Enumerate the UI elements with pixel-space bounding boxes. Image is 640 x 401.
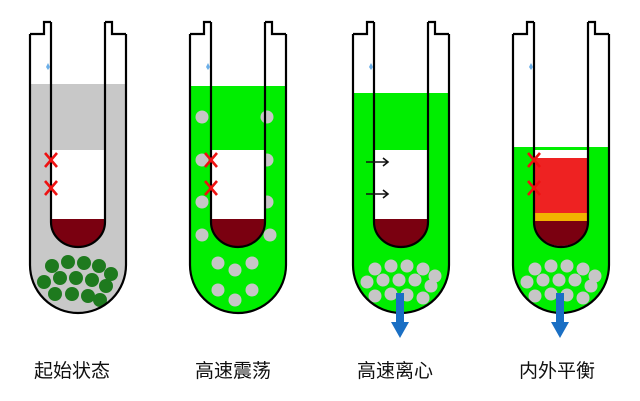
filter-wall	[209, 22, 267, 249]
bead	[260, 110, 274, 124]
bead	[228, 263, 242, 277]
down-arrow-icon	[556, 293, 564, 325]
bead	[520, 275, 534, 289]
filter-wall	[49, 22, 107, 249]
bead	[99, 279, 113, 293]
bead	[428, 269, 442, 283]
bead	[568, 273, 582, 287]
bead	[48, 287, 62, 301]
bead	[416, 291, 430, 305]
down-arrow-head	[551, 322, 569, 338]
cross-mark-icon	[204, 180, 218, 196]
bead	[93, 293, 107, 307]
bead	[384, 259, 398, 273]
left-lip	[30, 20, 51, 36]
bead	[584, 279, 598, 293]
bead	[37, 275, 51, 289]
cross-mark-icon	[44, 152, 58, 168]
bead	[53, 271, 67, 285]
bead	[576, 291, 590, 305]
bead	[195, 195, 209, 209]
right-lip	[105, 20, 126, 36]
bead	[85, 273, 99, 287]
red-layer	[534, 158, 588, 214]
bead	[228, 293, 242, 307]
tube-1	[28, 20, 128, 315]
bead	[92, 259, 106, 273]
outer-tube-wall	[188, 34, 288, 315]
bead	[424, 279, 438, 293]
bead	[65, 287, 79, 301]
bead	[552, 273, 566, 287]
stage-label-4: 内外平衡	[518, 360, 595, 382]
filter-wall	[372, 22, 430, 249]
bead	[368, 262, 382, 276]
bead	[195, 228, 209, 242]
left-lip	[513, 20, 534, 36]
drop-icon	[529, 63, 533, 70]
bead	[544, 287, 558, 301]
right-lip	[428, 20, 449, 36]
drop-icon	[369, 63, 373, 70]
left-lip	[190, 20, 211, 36]
bead	[211, 283, 225, 297]
bead	[104, 267, 118, 281]
bead	[376, 273, 390, 287]
cross-mark-icon	[527, 180, 541, 196]
right-lip	[265, 20, 286, 36]
bead	[81, 289, 95, 303]
bead	[195, 110, 209, 124]
cross-mark-icon	[204, 152, 218, 168]
bead	[245, 256, 259, 270]
down-arrow-head	[391, 322, 409, 338]
cross-mark-icon	[44, 180, 58, 196]
right-lip	[588, 20, 609, 36]
bead	[416, 262, 430, 276]
stage-label-2: 高速震荡	[194, 360, 271, 382]
bead	[588, 269, 602, 283]
flow-arrow-head	[382, 189, 390, 199]
bead	[77, 256, 91, 270]
bead	[392, 273, 406, 287]
bead	[384, 287, 398, 301]
drop-icon	[46, 63, 50, 70]
flow-arrow-head	[382, 157, 390, 167]
left-lip	[353, 20, 374, 36]
bead	[69, 271, 83, 285]
bead	[528, 289, 542, 303]
down-arrow-icon	[396, 293, 404, 325]
bead	[576, 262, 590, 276]
bead	[544, 259, 558, 273]
sample-cup	[534, 221, 588, 246]
bead	[211, 256, 225, 270]
bead	[61, 255, 75, 269]
bead	[360, 275, 374, 289]
bead	[408, 273, 422, 287]
sample-cup	[51, 219, 105, 247]
stage-label-1: 起始状态	[33, 360, 110, 382]
bead	[263, 228, 277, 242]
sample-cup	[374, 219, 428, 247]
cross-mark-icon	[527, 152, 541, 168]
bead	[400, 259, 414, 273]
bead	[195, 153, 209, 167]
bead	[528, 262, 542, 276]
tube-3	[351, 20, 451, 338]
yellow-band	[534, 213, 588, 221]
bead	[245, 283, 259, 297]
outer-tube-wall	[28, 34, 128, 315]
tube-4	[511, 20, 611, 338]
bead	[368, 289, 382, 303]
bead	[560, 259, 574, 273]
tube-2	[188, 20, 288, 315]
stage-label-3: 高速离心	[356, 360, 433, 382]
drop-icon	[206, 63, 210, 70]
bead	[536, 273, 550, 287]
sample-cup	[211, 219, 265, 247]
filter-wall	[532, 22, 590, 249]
bead	[45, 259, 59, 273]
